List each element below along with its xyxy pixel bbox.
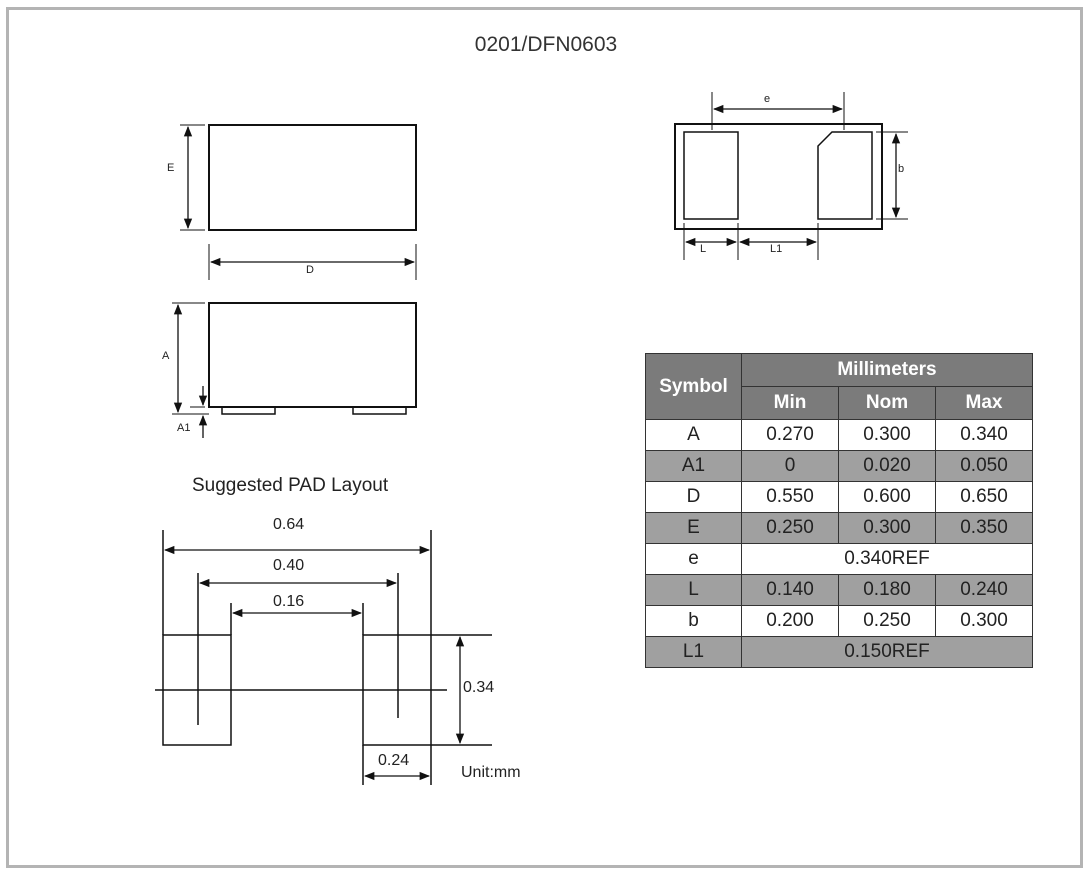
row-nom: 0.300: [838, 419, 936, 451]
millimeters-header: Millimeters: [741, 353, 1033, 387]
table-row: A 0.270 0.300 0.340: [645, 419, 1033, 451]
package-title: 0201/DFN0603: [474, 33, 618, 56]
dim-label-L: L: [700, 243, 706, 255]
row-max: 0.350: [935, 512, 1033, 544]
dim-label-A1: A1: [177, 422, 190, 434]
min-header: Min: [741, 386, 839, 420]
pad-dim-outer: 0.40: [273, 557, 304, 574]
dim-label-D: D: [306, 264, 314, 276]
max-header: Max: [935, 386, 1033, 420]
row-ref: 0.150REF: [741, 636, 1033, 668]
pad-dim-height: 0.34: [463, 679, 494, 696]
table-row: E 0.250 0.300 0.350: [645, 512, 1033, 544]
table-row: L1 0.150REF: [645, 636, 1033, 668]
row-symbol: E: [645, 512, 742, 544]
row-symbol: L: [645, 574, 742, 606]
row-max: 0.240: [935, 574, 1033, 606]
bottom-view: [674, 92, 908, 260]
unit-label: Unit:mm: [461, 764, 521, 781]
row-symbol: A: [645, 419, 742, 451]
pad-dim-width: 0.24: [378, 752, 409, 769]
row-symbol: b: [645, 605, 742, 637]
table-row: e 0.340REF: [645, 543, 1033, 575]
table-row: b 0.200 0.250 0.300: [645, 605, 1033, 637]
pad-layout-title: Suggested PAD Layout: [192, 475, 389, 496]
row-max: 0.650: [935, 481, 1033, 513]
row-min: 0.250: [741, 512, 839, 544]
row-ref: 0.340REF: [741, 543, 1033, 575]
row-max: 0.050: [935, 450, 1033, 482]
row-min: 0.270: [741, 419, 839, 451]
pad-dim-gap: 0.16: [273, 593, 304, 610]
table-row: L 0.140 0.180 0.240: [645, 574, 1033, 606]
row-symbol: L1: [645, 636, 742, 668]
table-row: D 0.550 0.600 0.650: [645, 481, 1033, 513]
row-min: 0.200: [741, 605, 839, 637]
table-row: A1 0 0.020 0.050: [645, 450, 1033, 482]
pad-layout: [155, 530, 492, 785]
row-nom: 0.300: [838, 512, 936, 544]
symbol-header: Symbol: [645, 353, 742, 420]
dim-label-A: A: [162, 350, 170, 362]
row-min: 0: [741, 450, 839, 482]
pad-dim-overall: 0.64: [273, 516, 304, 533]
side-view: [172, 302, 417, 438]
drawing-frame: [6, 7, 1083, 868]
row-min: 0.140: [741, 574, 839, 606]
dim-label-L1: L1: [770, 243, 782, 255]
row-max: 0.340: [935, 419, 1033, 451]
dim-label-b: b: [898, 163, 904, 175]
dim-label-E: E: [167, 162, 174, 174]
row-symbol: D: [645, 481, 742, 513]
row-min: 0.550: [741, 481, 839, 513]
dimension-table: Symbol Millimeters Min Nom Max A 0.270 0…: [645, 353, 1033, 668]
row-symbol: e: [645, 543, 742, 575]
row-nom: 0.180: [838, 574, 936, 606]
row-nom: 0.600: [838, 481, 936, 513]
row-max: 0.300: [935, 605, 1033, 637]
top-view: [180, 124, 417, 280]
dim-label-e: e: [764, 93, 770, 105]
row-symbol: A1: [645, 450, 742, 482]
row-nom: 0.250: [838, 605, 936, 637]
nom-header: Nom: [838, 386, 936, 420]
row-nom: 0.020: [838, 450, 936, 482]
